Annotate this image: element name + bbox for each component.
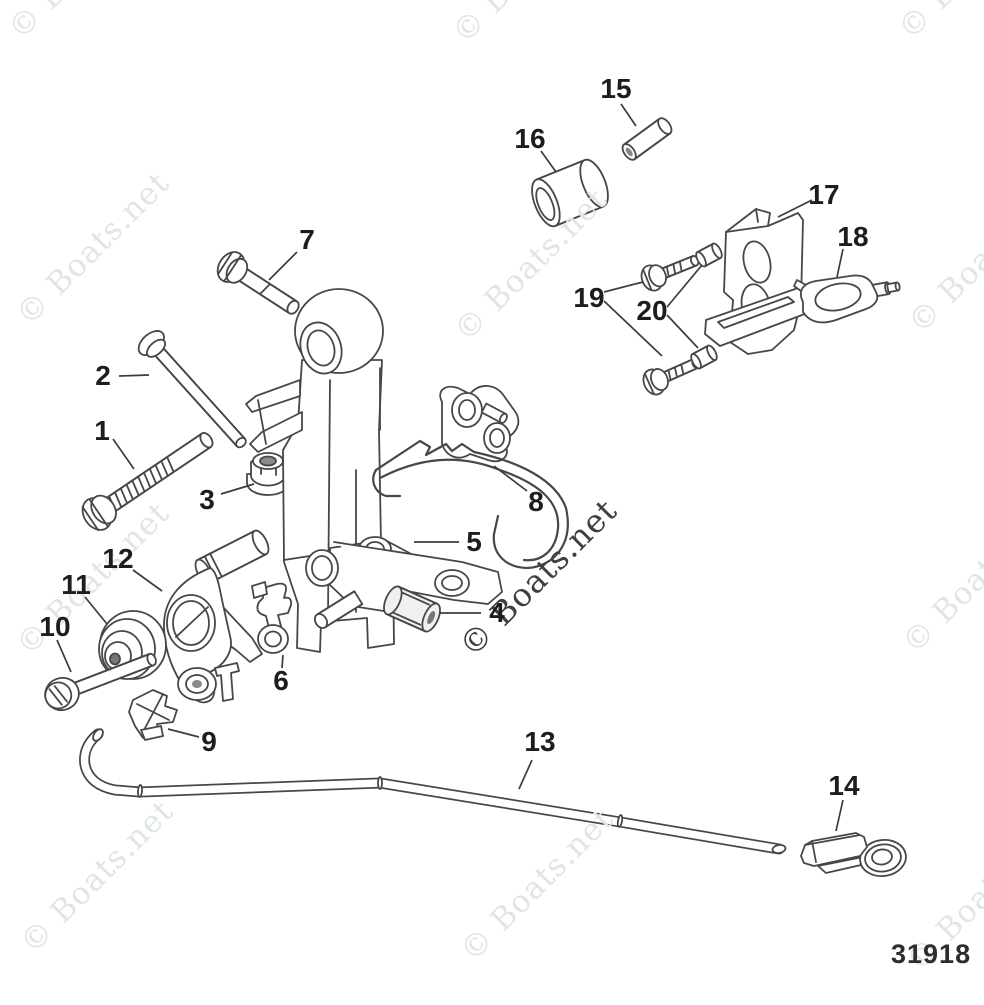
part-2-pin [137,330,247,449]
callout-8: 8 [528,486,544,517]
part-19-bolt-lower [642,357,701,396]
leader-line-8 [493,465,528,492]
part-18-latch [793,274,901,324]
part-15-tube [621,117,673,161]
part-16-spacer [531,158,609,228]
callout-14: 14 [828,770,860,801]
callout-1: 1 [94,415,110,446]
callout-20: 20 [636,295,668,326]
part-13-rod [79,728,787,855]
leader-line-18 [836,248,844,278]
callout-9: 9 [201,726,217,757]
part-8-bracket [439,385,520,463]
part-17-bracket [704,208,815,355]
leader-line-20 [666,264,703,308]
leader-line-20 [666,314,699,349]
callout-4: 4 [489,597,505,628]
part-12-lever [163,529,270,704]
leader-line-15 [620,103,637,127]
leader-line-13 [518,759,533,790]
leader-line-2 [118,374,150,377]
callout-3: 3 [199,484,215,515]
leader-line-7 [268,251,298,281]
part-10-screw [44,652,157,712]
leader-line-3 [220,483,255,495]
leader-line-11 [84,596,108,625]
part-keeper-clip [214,662,240,702]
callout-18: 18 [837,221,869,252]
leader-line-10 [56,639,72,673]
leader-line-1 [112,438,135,470]
callout-5: 5 [466,526,482,557]
part-6-hook-link [251,581,293,654]
leader-line-9 [167,728,200,738]
callout-7: 7 [299,224,315,255]
part-20-bushing-lower [690,344,718,370]
leader-line-14 [835,799,844,832]
callout-12: 12 [102,543,134,574]
leader-line-16 [540,150,557,173]
part-9-clip [128,689,178,741]
leader-line-19 [603,300,663,357]
part-wire-clip [372,439,569,570]
callout-19: 19 [573,282,605,313]
leader-line-17 [777,199,813,218]
leader-line-6 [281,654,284,669]
part-20-bushing-upper [695,242,723,268]
part-4-bushing [383,585,441,633]
callout-16: 16 [514,123,546,154]
leader-line-19 [603,281,644,293]
callout-6: 6 [273,665,289,696]
part-19-bolt-upper [640,255,700,292]
callout-13: 13 [524,726,556,757]
part-3-nut [246,452,290,496]
callout-15: 15 [600,73,632,104]
part-7-bolt [216,251,300,315]
part-1-bolt [81,432,214,531]
callout-11: 11 [61,569,91,600]
part-14-cable-end [800,832,907,878]
callout-2: 2 [95,360,111,391]
callout-10: 10 [39,611,71,642]
callout-17: 17 [808,179,840,210]
drawing-number: 31918 [891,939,972,969]
leader-line-12 [132,569,163,592]
